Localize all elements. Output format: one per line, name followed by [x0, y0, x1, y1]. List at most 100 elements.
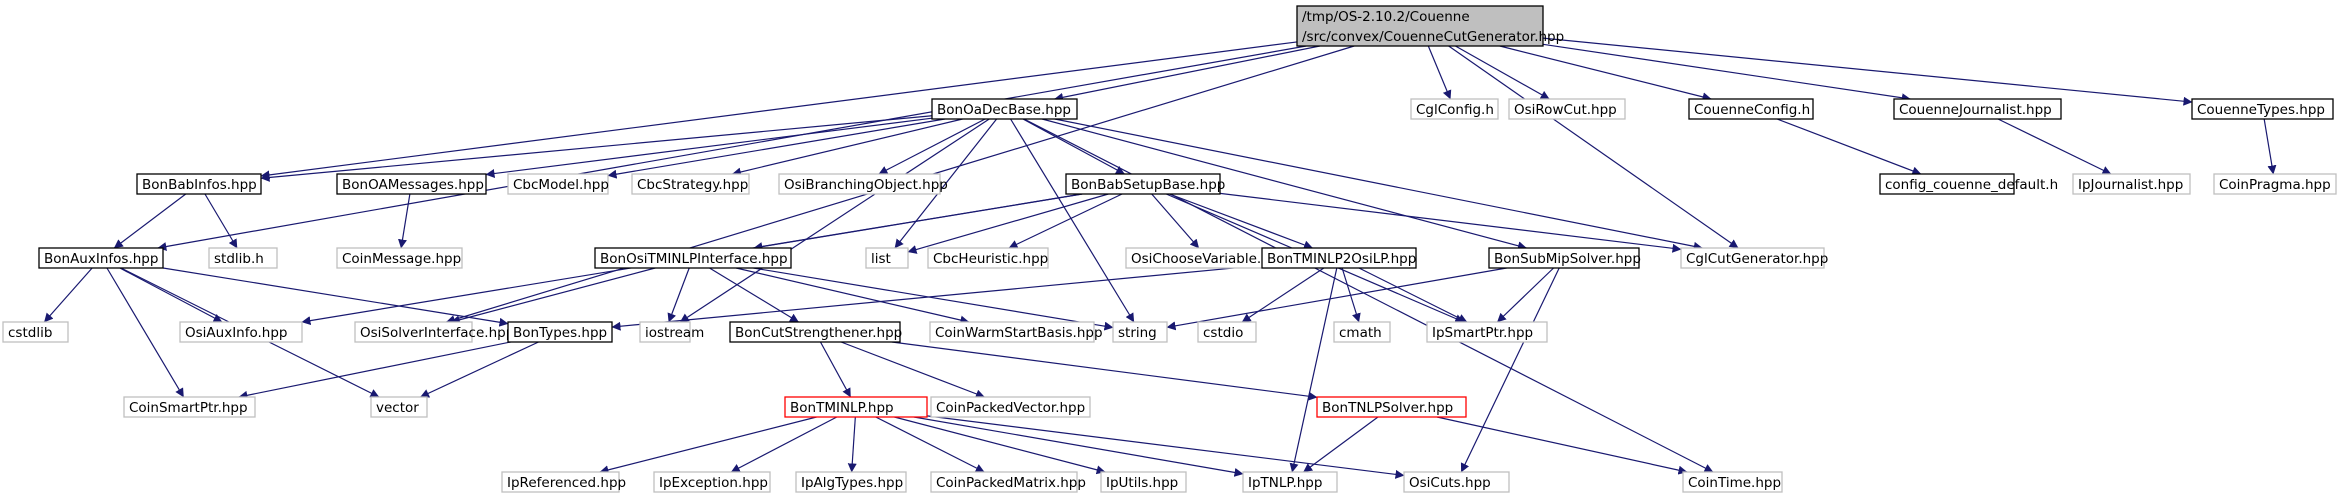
node-bontminlp2osilp-hpp[interactable]: BonTMINLP2OsiLP.hpp [1261, 247, 1417, 269]
edge-babsetup-to-cglcutgen [1219, 192, 1682, 253]
node-bonbabsetupbase-hpp[interactable]: BonBabSetupBase.hpp [1065, 173, 1225, 195]
node-label: cstdio [1203, 325, 1243, 341]
node-stdlib-h: stdlib.h [208, 247, 278, 269]
node-boncutstrengthener-hpp[interactable]: BonCutStrengthener.hpp [729, 321, 902, 343]
node-label: BonTMINLP2OsiLP.hpp [1267, 251, 1416, 267]
node-label: BonOAMessages.hpp [342, 177, 484, 193]
node-label: IpSmartPtr.hpp [1432, 325, 1533, 341]
node-box [507, 173, 609, 195]
node-ipsmartptr-hpp: IpSmartPtr.hpp [1426, 321, 1548, 343]
node-label: vector [376, 400, 419, 416]
node-bonauxinfos-hpp[interactable]: BonAuxInfos.hpp [38, 247, 164, 269]
node-label: list [871, 251, 891, 267]
node-couennetypes-hpp[interactable]: CouenneTypes.hpp [2191, 98, 2334, 120]
node-box [639, 321, 691, 343]
edge-auxinfos-to-cstdlib [43, 267, 93, 323]
node-box [1682, 471, 1783, 493]
edge-babsetup-to-tminlp2osilp [1169, 193, 1313, 250]
edge-ositminlp-to-osisolver [450, 267, 656, 325]
edge-root-to-auxinfos [157, 45, 1307, 251]
node-label: BonTMINLP.hpp [790, 400, 894, 416]
node-box [930, 396, 1091, 418]
edge-couennejournalist-to-ipjournalist [1997, 118, 2112, 175]
node-box [784, 396, 928, 418]
node-cmath: cmath [1333, 321, 1391, 343]
node-vector: vector [370, 396, 428, 418]
node-box [1242, 471, 1338, 493]
node-box [1197, 321, 1257, 343]
node-label: cmath [1339, 325, 1382, 341]
node-bonsubmipsolver-hpp[interactable]: BonSubMipSolver.hpp [1488, 247, 1641, 269]
edge-subsolver-to-string [1166, 267, 1507, 331]
edge-root-to-couennejournalist [1542, 43, 1911, 103]
node-coinpackedmatrix-hpp: CoinPackedMatrix.hpp [930, 471, 1086, 493]
node-bonbabinfos-hpp[interactable]: BonBabInfos.hpp [136, 173, 262, 195]
node-cstdio: cstdio [1197, 321, 1257, 343]
node-cbcstrategy-hpp: CbcStrategy.hpp [631, 173, 750, 195]
node-list: list [865, 247, 909, 269]
edge-tminlp-to-coinpackedmatrix [875, 416, 985, 473]
node-box [1488, 247, 1640, 269]
node-box [1316, 396, 1467, 418]
edge-couenneconfig-to-configdefault [1776, 118, 1922, 176]
node-label: CoinPackedMatrix.hpp [936, 475, 1086, 491]
edge-babsetup-to-cbcheuristic [1008, 193, 1123, 249]
node-couennejournalist-hpp[interactable]: CouenneJournalist.hpp [1893, 98, 2062, 120]
node-couenneconfig-h[interactable]: CouenneConfig.h [1688, 98, 1814, 120]
node-label: BonSubMipSolver.hpp [1494, 251, 1641, 267]
node-box [729, 321, 901, 343]
node-iostream: iostream [639, 321, 704, 343]
node-box [1333, 321, 1391, 343]
nodes-layer: /tmp/OS-2.10.2/Couenne/src/convex/Couenn… [2, 5, 2337, 493]
node-label: /tmp/OS-2.10.2/Couenne [1302, 9, 1470, 25]
node-bontnlpsolver-hpp[interactable]: BonTNLPSolver.hpp [1316, 396, 1467, 418]
node-osisolverinterface-hpp: OsiSolverInterface.hpp [354, 321, 514, 343]
node-bonositminlpinterface-hpp[interactable]: BonOsiTMINLPInterface.hpp [594, 247, 792, 269]
node-label: BonTNLPSolver.hpp [1322, 400, 1453, 416]
node-label: CoinPragma.hpp [2219, 177, 2331, 193]
node-label: IpException.hpp [659, 475, 768, 491]
node-label: OsiChooseVariable.hpp [1131, 251, 1287, 267]
node-osicuts-hpp: OsiCuts.hpp [1403, 471, 1510, 493]
edge-tminlp-to-iptnlp [913, 416, 1244, 477]
node-cglcutgenerator-hpp: CglCutGenerator.hpp [1680, 247, 1828, 269]
node-bonoadecbase-hpp[interactable]: BonOaDecBase.hpp [931, 98, 1078, 120]
node-bonoamessages-hpp[interactable]: BonOAMessages.hpp [336, 173, 487, 195]
edge-root-to-couennetypes [1542, 37, 2193, 106]
node-box [38, 247, 164, 269]
node-ipalgtypes-hpp: IpAlgTypes.hpp [795, 471, 907, 493]
node-string: string [1112, 321, 1168, 343]
node-label: BonOaDecBase.hpp [937, 102, 1071, 118]
node-box [1688, 98, 1814, 120]
node-box [179, 321, 303, 343]
node-box [123, 396, 256, 418]
node-box [370, 396, 428, 418]
edge-root-to-oadec [1054, 45, 1320, 102]
node-bontypes-hpp[interactable]: BonTypes.hpp [507, 321, 613, 343]
node-box [1261, 247, 1417, 269]
node-label: CbcStrategy.hpp [637, 177, 748, 193]
edge-tminlp-to-ipexception [730, 416, 838, 473]
node-bontminlp-hpp[interactable]: BonTMINLP.hpp [784, 396, 928, 418]
edge-oadec-to-cbcmodel [607, 118, 946, 179]
node-osichoosevariable-hpp: OsiChooseVariable.hpp [1125, 247, 1290, 269]
edge-bontypes-to-coinsmartptr [238, 341, 511, 400]
node-ipjournalist-hpp: IpJournalist.hpp [2072, 173, 2191, 195]
node-label: BonAuxInfos.hpp [44, 251, 158, 267]
node-box [1879, 173, 2015, 195]
node-config-couenne-default-h[interactable]: config_couenne_default.h [1879, 173, 2058, 195]
node-box [336, 173, 487, 195]
node-label: CoinSmartPtr.hpp [129, 400, 248, 416]
edge-oadec-to-cbcstrategy [731, 118, 963, 177]
edge-tnlpsolver-to-cointime [1436, 416, 1688, 475]
node-label: /src/convex/CouenneCutGenerator.hpp [1302, 29, 1564, 45]
node-label: CouenneConfig.h [1694, 102, 1810, 118]
node-label: config_couenne_default.h [1885, 177, 2058, 193]
node-osirowcut-hpp: OsiRowCut.hpp [1508, 98, 1626, 120]
edge-oadec-to-osibranching [878, 118, 986, 175]
node-label: CouenneJournalist.hpp [1899, 102, 2052, 118]
node-box [1403, 471, 1510, 493]
edge-couennetypes-to-coinpragma [2263, 118, 2277, 175]
node-box [1426, 321, 1548, 343]
